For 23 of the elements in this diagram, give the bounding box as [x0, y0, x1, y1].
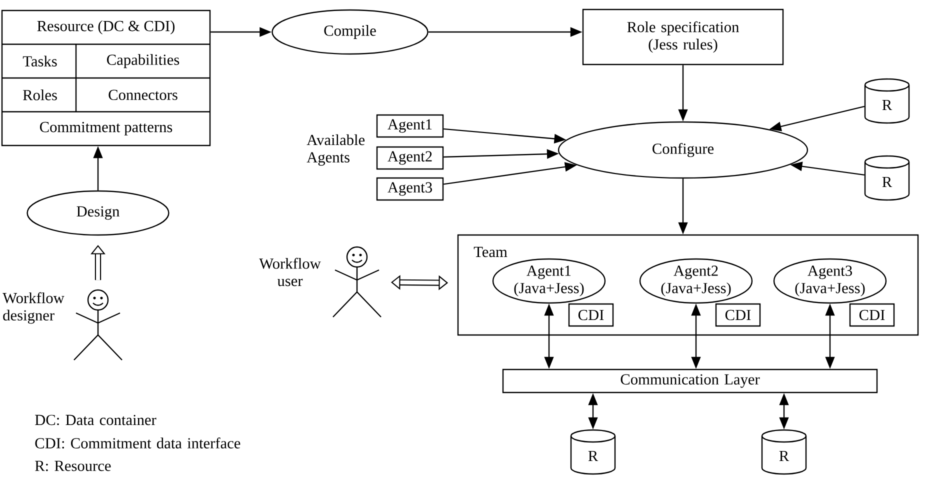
cylinder: R [864, 155, 910, 201]
process-box: Agent3 [376, 177, 444, 201]
process-box: CDI [715, 303, 761, 327]
text-label: Available Agents [306, 134, 365, 166]
legend-note: DC: Data container [35, 414, 156, 426]
process-box: Agent1 [376, 114, 444, 138]
cylinder: R [761, 429, 807, 475]
cylinder: R [864, 78, 910, 124]
process-box: CDI [568, 303, 614, 327]
process-box: Communication Layer [502, 368, 878, 394]
node-label: R [588, 450, 598, 462]
person-label: Workflow user [259, 258, 321, 286]
process-box: Agent2 [376, 146, 444, 170]
process-box: CDI [849, 303, 895, 327]
node-label: R [882, 176, 892, 188]
legend-note: CDI: Commitment data interface [35, 438, 240, 448]
legend-note: R: Resource [35, 460, 111, 472]
cylinder: R [570, 429, 616, 475]
process-box: Role specification (Jess rules) [582, 8, 784, 66]
person-label: Workflow designer [2, 292, 64, 324]
table: Resource (DC & CDI) Tasks Capabilities Roles Connectors Commitment patterns [1, 10, 211, 146]
node-label: R [882, 100, 892, 110]
node-label: R [779, 450, 790, 462]
